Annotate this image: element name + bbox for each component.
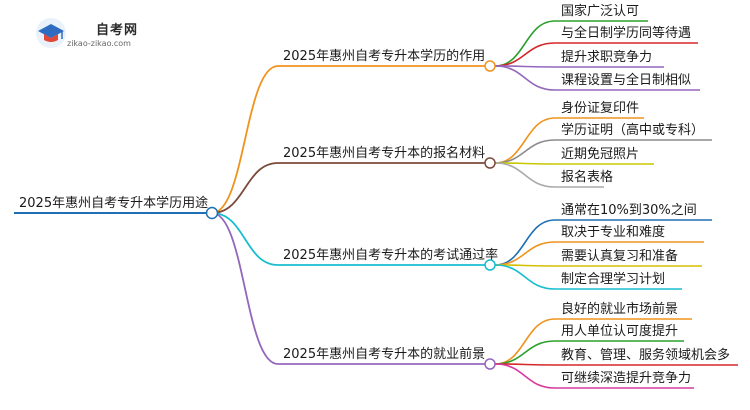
leaf-connector	[494, 264, 556, 290]
leaf-connector	[494, 162, 556, 188]
leaf-label: 制定合理学习计划	[561, 271, 665, 287]
leaf-label: 学历证明（高中或专科）	[561, 122, 704, 138]
leaf-connector	[494, 340, 556, 365]
branch-connector	[211, 162, 279, 214]
leaf-label: 报名表格	[561, 169, 613, 185]
branch-label: 2025年惠州自考专升本的就业前景	[283, 346, 485, 362]
leaf-label: 教育、管理、服务领域机会多	[561, 347, 730, 363]
branch-label: 2025年惠州自考专升本的考试通过率	[283, 247, 498, 263]
logo-title: 自考网	[96, 23, 139, 38]
leaf-label: 通常在10%到30%之间	[561, 203, 697, 218]
branch-label: 2025年惠州自考专升本学历的作用	[283, 48, 485, 64]
branch-node	[484, 60, 496, 72]
leaf-label: 课程设置与全日制相似	[561, 72, 691, 88]
leaf-connector	[494, 139, 556, 164]
branch-connector	[211, 65, 279, 214]
root-label: 2025年惠州自考专升本学历用途	[19, 195, 208, 211]
leaf-connector	[494, 42, 556, 67]
branch-node	[484, 358, 496, 370]
leaf-label: 取决于专业和难度	[561, 224, 665, 240]
leaf-label: 良好的就业市场前景	[561, 301, 678, 317]
leaf-connector	[494, 363, 556, 389]
leaf-label: 用人单位认可度提升	[561, 323, 678, 339]
leaf-label: 国家广泛认可	[561, 3, 639, 19]
root-node	[205, 206, 219, 220]
branch-node	[484, 259, 496, 271]
branch-node	[484, 157, 496, 169]
branch-connector	[211, 212, 279, 365]
branch-connector	[211, 212, 279, 266]
leaf-label: 身份证复印件	[561, 100, 639, 116]
leaf-label: 近期免冠照片	[561, 147, 639, 162]
leaf-label: 需要认真复习和准备	[561, 248, 678, 264]
logo: 自考网 zikao-zikao.com	[34, 14, 154, 54]
leaf-connector	[494, 241, 556, 266]
leaf-label: 可继续深造提升竞争力	[561, 370, 691, 386]
leaf-label: 与全日制学历同等待遇	[561, 25, 691, 41]
branch-label: 2025年惠州自考专升本的报名材料	[283, 145, 485, 161]
leaf-label: 提升求职竞争力	[561, 49, 652, 65]
logo-url: zikao-zikao.com	[67, 39, 131, 48]
leaf-connector	[494, 65, 556, 91]
graduation-cap-icon	[36, 18, 66, 48]
